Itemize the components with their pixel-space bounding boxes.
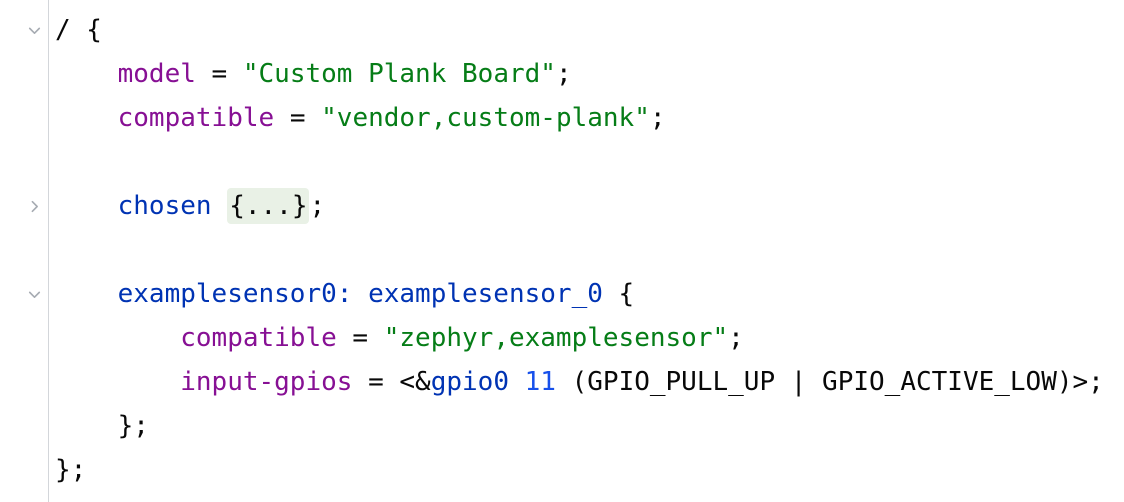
fold-toggle[interactable] — [0, 272, 48, 316]
code-text — [48, 228, 55, 272]
code-token: = — [336, 323, 384, 353]
gutter-separator — [48, 0, 49, 502]
code-line: compatible = "zephyr,examplesensor"; — [0, 316, 1124, 360]
code-text: examplesensor0: examplesensor_0 { — [48, 272, 635, 316]
code-token: compatible — [117, 103, 275, 133]
code-line: }; — [0, 448, 1124, 492]
code-token: ; — [309, 191, 326, 221]
code-token — [509, 367, 525, 397]
code-token: gpio0 — [430, 367, 509, 397]
chevron-right-icon[interactable] — [26, 198, 43, 215]
gutter-cell — [0, 404, 48, 448]
code-line: / { — [0, 8, 1124, 52]
code-text: model = "Custom Plank Board"; — [48, 52, 572, 96]
code-token: ; — [555, 59, 572, 89]
code-text: / { — [48, 8, 102, 52]
code-line: model = "Custom Plank Board"; — [0, 52, 1124, 96]
code-token — [55, 323, 180, 353]
code-text: input-gpios = <&gpio0 11 (GPIO_PULL_UP |… — [48, 360, 1104, 404]
code-token — [55, 59, 118, 89]
code-text: compatible = "zephyr,examplesensor"; — [48, 316, 744, 360]
code-text: }; — [48, 404, 149, 448]
code-token: input-gpios — [180, 367, 353, 397]
gutter-cell — [0, 140, 48, 184]
code-token — [212, 191, 228, 221]
code-text: chosen {...}; — [48, 184, 325, 228]
code-token: }; — [55, 411, 149, 441]
code-token: ; — [728, 323, 744, 353]
code-token: model — [117, 59, 196, 89]
gutter-cell — [0, 228, 48, 272]
code-token: "zephyr,examplesensor" — [383, 323, 729, 353]
code-token: 11 — [524, 367, 556, 397]
chevron-down-icon[interactable] — [26, 22, 43, 39]
code-token: = — [274, 103, 322, 133]
chevron-down-icon[interactable] — [26, 286, 43, 303]
code-token: = <& — [352, 367, 431, 397]
gutter-cell — [0, 316, 48, 360]
code-line: compatible = "vendor,custom-plank"; — [0, 96, 1124, 140]
folded-code-placeholder[interactable]: {...} — [227, 188, 310, 224]
gutter-cell — [0, 448, 48, 492]
gutter-cell — [0, 96, 48, 140]
gutter-cell — [0, 360, 48, 404]
code-text — [48, 140, 55, 184]
code-line: }; — [0, 404, 1124, 448]
gutter-cell — [0, 52, 48, 96]
code-token: = — [195, 59, 243, 89]
code-token — [55, 103, 118, 133]
code-token: }; — [55, 455, 87, 485]
code-token: "Custom Plank Board" — [242, 59, 556, 89]
code-token: { — [602, 279, 635, 309]
code-token — [55, 279, 118, 309]
code-token — [55, 191, 118, 221]
code-token — [55, 367, 180, 397]
code-token: compatible — [180, 323, 337, 353]
code-line: examplesensor0: examplesensor_0 { — [0, 272, 1124, 316]
code-token: examplesensor0: examplesensor_0 — [117, 279, 603, 309]
code-token: chosen — [117, 191, 212, 221]
code-line: chosen {...}; — [0, 184, 1124, 228]
code-line — [0, 140, 1124, 184]
code-text: }; — [48, 448, 86, 492]
fold-toggle[interactable] — [0, 8, 48, 52]
code-token: / { — [55, 15, 102, 45]
code-token: "vendor,custom-plank" — [321, 103, 650, 133]
code-text: compatible = "vendor,custom-plank"; — [48, 96, 666, 140]
code-token: ; — [649, 103, 666, 133]
code-line — [0, 228, 1124, 272]
code-line: input-gpios = <&gpio0 11 (GPIO_PULL_UP |… — [0, 360, 1124, 404]
fold-toggle[interactable] — [0, 184, 48, 228]
code-token: (GPIO_PULL_UP | GPIO_ACTIVE_LOW)>; — [555, 367, 1104, 397]
